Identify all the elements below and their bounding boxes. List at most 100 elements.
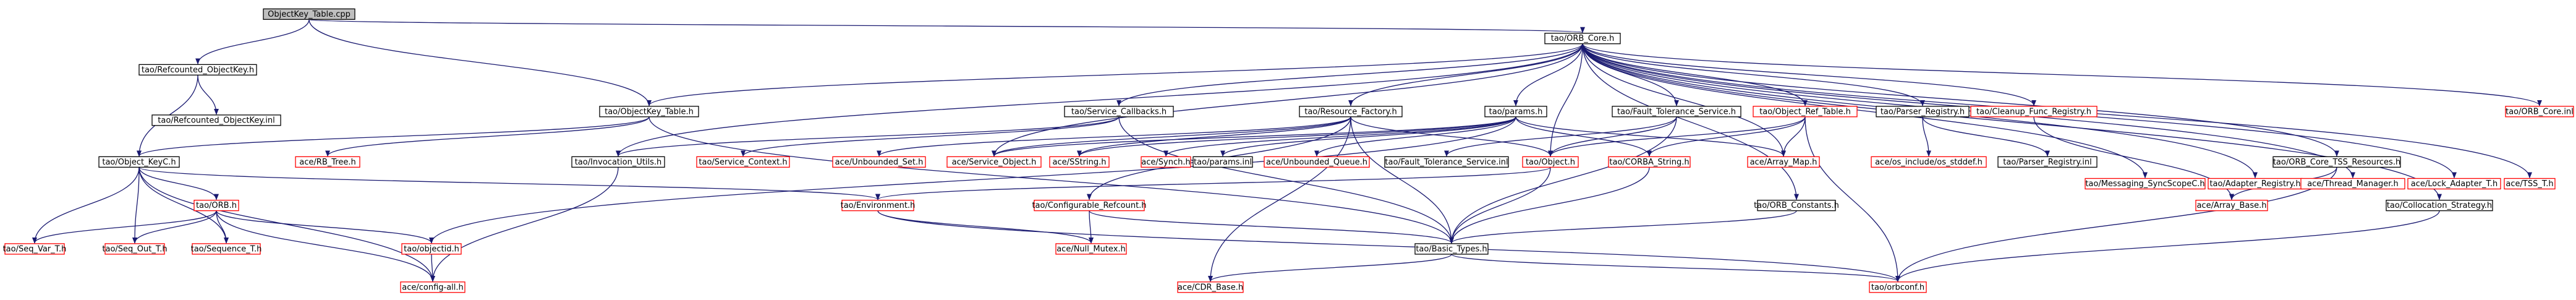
node-box	[263, 8, 355, 20]
edge-root-to-refcounted_objectkey_h	[195, 19, 310, 65]
edge-object_ref_table_h-to-orbconf_h	[1804, 116, 1900, 282]
node-seq_out_t_h[interactable]: tao/Seq_Out_T.h	[102, 243, 168, 255]
node-array_map_h[interactable]: ace/Array_Map.h	[1747, 156, 1820, 168]
node-config_all_h[interactable]: ace/config-all.h	[400, 281, 465, 293]
node-box	[1970, 106, 2098, 118]
node-orb_core_tss_resources_h[interactable]: tao/ORB_Core_TSS_Resources.h	[2272, 156, 2401, 168]
node-label: ObjectKey_Table.cpp	[268, 10, 351, 19]
node-adapter_registry_h[interactable]: tao/Adapter_Registry.h	[2208, 178, 2303, 190]
node-lock_adapter_t_h[interactable]: ace/Lock_Adapter_T.h	[2407, 178, 2501, 190]
edge-resource_factory_h-to-cdr_base_h	[1208, 116, 1351, 282]
node-box	[4, 243, 65, 255]
node-sstring_h[interactable]: ace/SString.h	[1049, 156, 1110, 168]
node-orb_core_inl[interactable]: tao/ORB_Core.inl	[2505, 106, 2574, 118]
node-rb_tree_h[interactable]: ace/RB_Tree.h	[295, 156, 360, 168]
node-cleanup_func_registry_h[interactable]: tao/Cleanup_Func_Registry.h	[1970, 106, 2098, 118]
node-box	[1064, 106, 1174, 118]
edge-orb_core_h-to-objectkey_table_h	[647, 43, 1583, 106]
node-box	[946, 156, 1042, 168]
node-refcounted_objectkey_inl[interactable]: tao/Refcounted_ObjectKey.inl	[151, 114, 281, 126]
edge-configurable_refcount_h-to-null_mutex_h	[1088, 210, 1094, 244]
node-box	[1299, 106, 1403, 118]
node-service_callbacks_h[interactable]: tao/Service_Callbacks.h	[1064, 106, 1174, 118]
node-label: tao/Cleanup_Func_Registry.h	[1976, 107, 2091, 116]
node-configurable_refcount_h[interactable]: tao/Configurable_Refcount.h	[1032, 199, 1147, 212]
node-label: tao/objectid.h	[404, 244, 459, 254]
node-box	[841, 199, 914, 212]
node-label: tao/Messaging_SyncScopeC.h	[2085, 179, 2204, 189]
node-service_object_h[interactable]: ace/Service_Object.h	[946, 156, 1042, 168]
node-box	[98, 156, 180, 168]
node-box	[2407, 178, 2501, 190]
node-box	[138, 64, 257, 75]
edge-object_keyc_h-to-seq_var_t_h	[32, 167, 140, 244]
node-label: tao/Adapter_Registry.h	[2209, 179, 2300, 189]
node-fault_tolerance_service_inl[interactable]: tao/Fault_Tolerance_Service.inl	[1384, 156, 1509, 168]
node-label: tao/Parser_Registry.inl	[2003, 158, 2092, 167]
node-tss_t_h[interactable]: ace/TSS_T.h	[2504, 178, 2556, 190]
node-root[interactable]: ObjectKey_Table.cpp	[263, 8, 355, 20]
node-label: tao/Fault_Tolerance_Service.h	[1617, 107, 1736, 116]
node-box	[1869, 281, 1927, 293]
node-seq_var_t_h[interactable]: tao/Seq_Var_T.h	[3, 243, 67, 255]
node-label: tao/Fault_Tolerance_Service.inl	[1385, 158, 1508, 167]
node-object_h[interactable]: tao/Object.h	[1522, 156, 1579, 168]
node-box	[1049, 156, 1110, 168]
node-object_keyc_h[interactable]: tao/Object_KeyC.h	[98, 156, 180, 168]
node-label: tao/Collocation_Strategy.h	[2387, 201, 2492, 210]
node-box	[1192, 156, 1253, 168]
edge-service_callbacks_h-to-service_context_h	[741, 116, 1120, 157]
node-label: ace/TSS_T.h	[2506, 179, 2553, 189]
node-resource_factory_h[interactable]: tao/Resource_Factory.h	[1299, 106, 1403, 118]
edge-root-to-objectkey_table_h	[308, 19, 652, 106]
node-synch_h[interactable]: ace/Synch.h	[1141, 156, 1191, 168]
node-corba_string_h[interactable]: tao/CORBA_String.h	[1608, 156, 1691, 168]
edge-configurable_refcount_h-to-basic_types_h	[1089, 210, 1454, 244]
node-sequence_t_h[interactable]: tao/Sequence_T.h	[191, 243, 262, 255]
node-label: tao/params.inl	[1194, 158, 1252, 167]
node-label: tao/ORB_Core.inl	[2506, 107, 2574, 116]
edge-root-to-orb_core_h	[308, 19, 1584, 33]
node-messaging_syncscopec_h[interactable]: tao/Messaging_SyncScopeC.h	[2085, 178, 2206, 190]
node-params_inl[interactable]: tao/params.inl	[1192, 156, 1253, 168]
node-box	[1612, 106, 1741, 118]
node-refcounted_objectkey_h[interactable]: tao/Refcounted_ObjectKey.h	[138, 64, 257, 75]
node-invocation_utils_h[interactable]: tao/Invocation_Utils.h	[571, 156, 665, 168]
node-os_include_os_stddef_h[interactable]: ace/os_include/os_stddef.h	[1871, 156, 1987, 168]
node-null_mutex_h[interactable]: ace/Null_Mutex.h	[1055, 243, 1127, 255]
edge-refcounted_objectkey_h-to-refcounted_objectkey_inl	[197, 75, 219, 115]
edge-params_h-to-synch_h	[1163, 116, 1516, 157]
node-objectkey_table_h[interactable]: tao/ObjectKey_Table.h	[599, 106, 699, 118]
node-collocation_strategy_h[interactable]: tao/Collocation_Strategy.h	[2386, 199, 2493, 212]
node-unbounded_set_h[interactable]: ace/Unbounded_Set.h	[832, 156, 926, 168]
node-array_base_h[interactable]: ace/Array_Base.h	[2195, 199, 2268, 212]
node-object_ref_table_h[interactable]: tao/Object_Ref_Table.h	[1753, 106, 1858, 118]
edge-orb_core_h-to-invocation_utils_h	[616, 43, 1583, 157]
edge-orb_core_h-to-array_map_h	[1582, 43, 1786, 157]
node-label: tao/Invocation_Utils.h	[575, 158, 662, 167]
node-label: tao/Refcounted_ObjectKey.h	[142, 66, 254, 75]
edge-invocation_utils_h-to-config_all_h	[430, 167, 619, 282]
node-orbconf_h[interactable]: tao/orbconf.h	[1869, 281, 1927, 293]
node-params_h[interactable]: tao/params.h	[1484, 106, 1547, 118]
node-service_context_h[interactable]: tao/Service_Context.h	[696, 156, 790, 168]
node-fault_tolerance_service_h[interactable]: tao/Fault_Tolerance_Service.h	[1612, 106, 1741, 118]
node-label: tao/Basic_Types.h	[1416, 244, 1487, 254]
node-orb_constants_h[interactable]: tao/ORB_Constants.h	[1754, 199, 1839, 212]
edge-orb_h-to-sequence_t_h	[216, 210, 229, 244]
node-orb_h[interactable]: tao/ORB.h	[193, 199, 239, 212]
node-parser_registry_inl[interactable]: tao/Parser_Registry.inl	[1997, 156, 2098, 168]
node-label: tao/ObjectKey_Table.h	[605, 107, 694, 116]
node-box	[401, 243, 462, 255]
node-unbounded_queue_h[interactable]: ace/Unbounded_Queue.h	[1264, 156, 1370, 168]
node-environment_h[interactable]: tao/Environment.h	[841, 199, 916, 212]
node-basic_types_h[interactable]: tao/Basic_Types.h	[1414, 243, 1489, 255]
node-parser_registry_h[interactable]: tao/Parser_Registry.h	[1876, 106, 1970, 118]
node-orb_core_h[interactable]: tao/ORB_Core.h	[1544, 33, 1621, 45]
node-cdr_base_h[interactable]: ace/CDR_Base.h	[1177, 281, 1244, 293]
node-objectid_h[interactable]: tao/objectid.h	[401, 243, 462, 255]
edge-object_keyc_h-to-orb_h	[138, 167, 219, 200]
node-box	[1034, 199, 1145, 212]
edge-orb_core_h-to-parser_registry_h	[1582, 43, 1925, 106]
node-thread_manager_h[interactable]: ace/Thread_Manager.h	[2300, 178, 2405, 190]
